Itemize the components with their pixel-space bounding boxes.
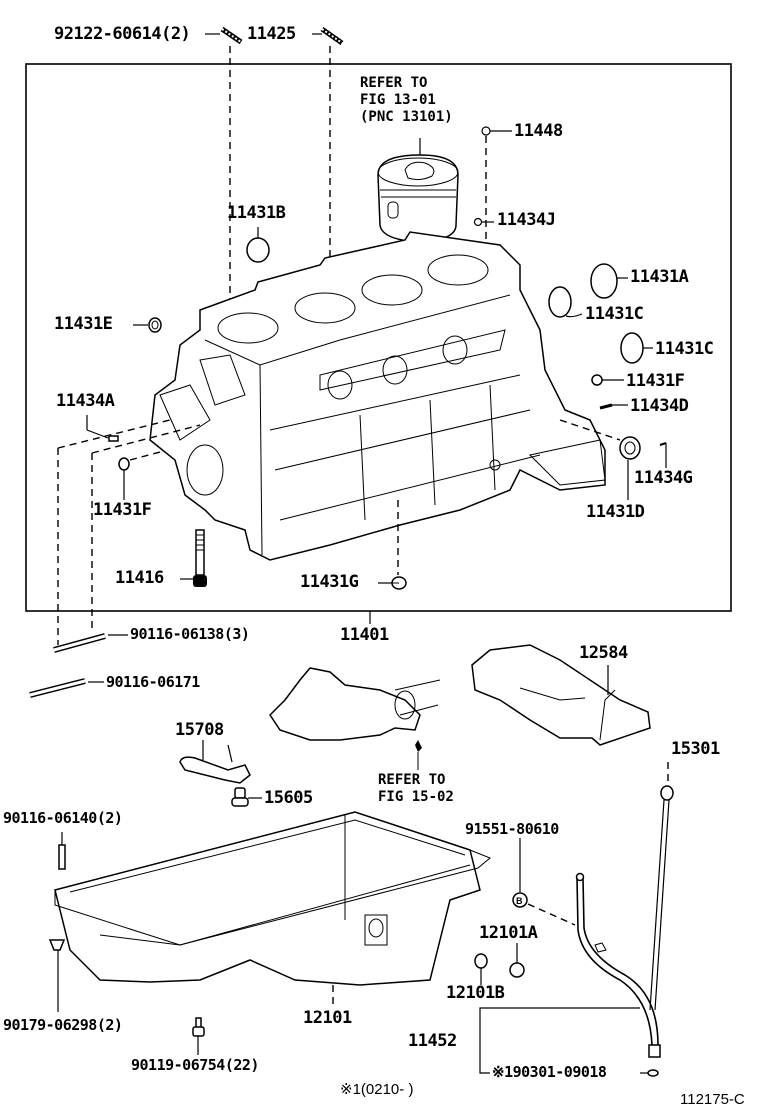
refer-note-line: FIG 15-02 (378, 789, 454, 805)
seal-11431D-icon (619, 436, 641, 460)
part-label-90116-06171[interactable]: 90116-06171 (106, 673, 200, 691)
pin-11434G-icon (659, 442, 667, 446)
part-label-90119-06754[interactable]: 90119-06754(22) (131, 1056, 259, 1074)
refer-note-fig-13-01[interactable]: REFER TO FIG 13-01 (PNC 13101) (360, 75, 453, 126)
part-label-11416[interactable]: 11416 (115, 568, 164, 588)
stud-11425-icon (320, 26, 344, 46)
part-label-11431G[interactable]: 11431G (300, 572, 359, 592)
plug-12101A-icon (509, 962, 525, 978)
plug-11431A-icon (590, 263, 618, 299)
part-label-11434D[interactable]: 11434D (630, 396, 689, 416)
part-label-11431A[interactable]: 11431A (630, 267, 689, 287)
part-label-12101[interactable]: 12101 (303, 1008, 352, 1028)
footnote-date-range: ※1(0210- ) (340, 1081, 414, 1098)
plug-11431C-lower-icon (620, 332, 644, 364)
part-label-12101B[interactable]: 12101B (446, 983, 505, 1003)
bracket-15708-icon (179, 744, 251, 784)
stud-92122-icon (220, 26, 243, 45)
svg-text:B: B (516, 896, 523, 906)
refer-note-line: REFER TO (378, 772, 446, 788)
refer-note-line: (PNC 13101) (360, 109, 453, 125)
gasket-12101B-icon (474, 953, 488, 969)
part-label-11431F-right[interactable]: 11431F (626, 371, 685, 391)
part-label-11434A[interactable]: 11434A (56, 391, 115, 411)
bolt-91551-icon (512, 892, 528, 908)
part-label-11452[interactable]: 11452 (408, 1031, 457, 1051)
part-label-15708[interactable]: 15708 (175, 720, 224, 740)
stud-90116-06171-icon (29, 678, 86, 698)
drain-plug-90179-icon (48, 939, 66, 951)
part-label-11434J[interactable]: 11434J (497, 210, 556, 230)
part-label-11431F-left[interactable]: 11431F (93, 500, 152, 520)
part-label-91551-80610[interactable]: 91551-80610 (465, 820, 559, 838)
stud-90116-06138-icon (53, 633, 106, 653)
part-label-11431C-upper[interactable]: 11431C (585, 304, 644, 324)
part-label-12584[interactable]: 12584 (579, 643, 628, 663)
part-label-11401[interactable]: 11401 (340, 625, 389, 645)
refer-note-line: REFER TO (360, 75, 428, 91)
engine-block-group-frame (25, 63, 732, 612)
part-label-90179-06298[interactable]: 90179-06298(2) (3, 1016, 123, 1034)
piston-icon (377, 138, 459, 243)
plug-11431F-right-icon (591, 374, 603, 386)
part-label-11448[interactable]: 11448 (514, 121, 563, 141)
dipstick-15301-icon (649, 785, 674, 1011)
part-label-90116-06140[interactable]: 90116-06140(2) (3, 809, 123, 827)
part-label-11431E[interactable]: 11431E (54, 314, 113, 334)
oil-pan-12101-icon (54, 811, 491, 986)
o-ring-190301-icon (647, 1069, 659, 1077)
part-label-92122-60614[interactable]: 92122-60614(2) (54, 24, 191, 44)
part-label-11431B[interactable]: 11431B (227, 203, 286, 223)
part-label-11425[interactable]: 11425 (247, 24, 296, 44)
ring-11448-icon (481, 126, 491, 136)
pin-11434A-icon (108, 435, 119, 442)
part-label-15301[interactable]: 15301 (671, 739, 720, 759)
part-label-11431D[interactable]: 11431D (586, 502, 645, 522)
part-label-15605[interactable]: 15605 (264, 788, 313, 808)
part-label-90116-06138[interactable]: 90116-06138(3) (130, 625, 250, 643)
plug-11431E-icon (148, 317, 162, 333)
part-label-11431C-lower[interactable]: 11431C (655, 339, 714, 359)
dipstick-guide-11452-icon (575, 872, 661, 1058)
plug-11431C-upper-icon (548, 286, 572, 318)
part-label-190301-09018[interactable]: ※190301-09018 (492, 1063, 607, 1081)
refer-note-line: FIG 13-01 (360, 92, 436, 108)
bolt-90119-icon (192, 1017, 205, 1037)
part-label-12101A[interactable]: 12101A (479, 923, 538, 943)
stud-90116-06140-icon (58, 844, 66, 870)
figure-id: 112175-C (680, 1091, 745, 1108)
refer-note-fig-15-02[interactable]: REFER TO FIG 15-02 (378, 772, 454, 806)
plug-11431F-left-icon (118, 457, 130, 471)
cylinder-block-icon (149, 231, 606, 561)
bolt-11416-icon (193, 529, 207, 587)
oil-strainer-icon (269, 667, 441, 770)
plug-11431B-icon (246, 237, 270, 263)
part-label-11434G[interactable]: 11434G (634, 468, 693, 488)
baffle-plate-12584-icon (471, 644, 651, 746)
bolt-15605-icon (231, 787, 249, 807)
pin-11434J-icon (473, 217, 483, 227)
